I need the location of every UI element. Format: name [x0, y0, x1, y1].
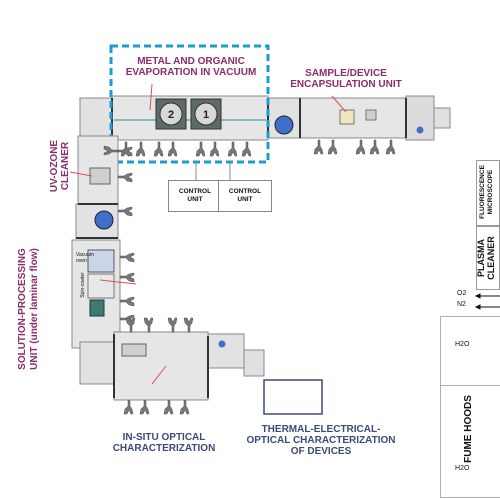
source-2-number: 2 — [168, 109, 174, 121]
gas-line-h2o-top: H2O — [455, 341, 470, 348]
uv-ozone-pump-icon — [94, 210, 114, 230]
source-1-number: 1 — [203, 109, 209, 121]
plasma-label: PLASMA CLEANER — [476, 236, 496, 280]
fluorescence-microscope-box: FLUORESCENCE MICROSCOPE — [476, 160, 500, 226]
top-glovebox-row — [79, 95, 451, 141]
gas-line-o2: O2 — [457, 290, 467, 297]
encapsulation-label: SAMPLE/DEVICE ENCAPSULATION UNIT — [290, 68, 402, 90]
vacuum-oven — [87, 249, 115, 273]
thermal-characterization-box — [263, 379, 323, 415]
glove-ports-top — [120, 139, 396, 157]
encapsulation-pump-icon — [274, 115, 294, 135]
solution-processing-label: SOLUTION-PROCESSING UNIT (under laminar … — [17, 248, 40, 370]
fluorescence-label: FLUORESCENCE MICROSCOPE — [479, 165, 494, 219]
spin-coater-label: Spin-coater — [79, 272, 86, 298]
spin-coater-housing — [87, 273, 115, 299]
loadlock-indicator — [416, 126, 424, 134]
control-unit-connectors — [195, 162, 231, 180]
gas-line-h2o-bottom: H2O — [455, 465, 470, 472]
evaporation-highlight-box — [109, 44, 270, 164]
vacuum-oven-label: Vacuum oven — [76, 252, 94, 264]
evaporation-label: METAL AND ORGANIC EVAPORATION IN VACUUM — [125, 56, 257, 78]
control-unit-1: CONTROL UNIT — [168, 180, 222, 212]
fume-hoods-box: FUME HOODS — [440, 316, 500, 498]
in-situ-label: IN-SITU OPTICAL CHARACTERIZATION — [112, 432, 216, 454]
uv-ozone-label: UV-OZONE CLEANER — [49, 139, 71, 193]
control-unit-2: CONTROL UNIT — [218, 180, 272, 212]
in-situ-indicator — [218, 340, 226, 348]
encapsulation-tool — [365, 109, 377, 121]
encapsulation-device — [339, 109, 355, 125]
plasma-cleaner-box: PLASMA CLEANER — [476, 226, 500, 290]
thermal-label: THERMAL-ELECTRICAL- OPTICAL CHARACTERIZA… — [246, 424, 396, 457]
fume-hoods-label: FUME HOODS — [463, 395, 474, 463]
pointer-lines — [69, 83, 347, 385]
spin-coater-unit — [89, 299, 105, 317]
evaporation-source-1 — [190, 98, 222, 130]
gas-line-n2: N2 — [457, 301, 466, 308]
evaporation-source-2 — [155, 98, 187, 130]
in-situ-glovebox — [79, 331, 265, 401]
